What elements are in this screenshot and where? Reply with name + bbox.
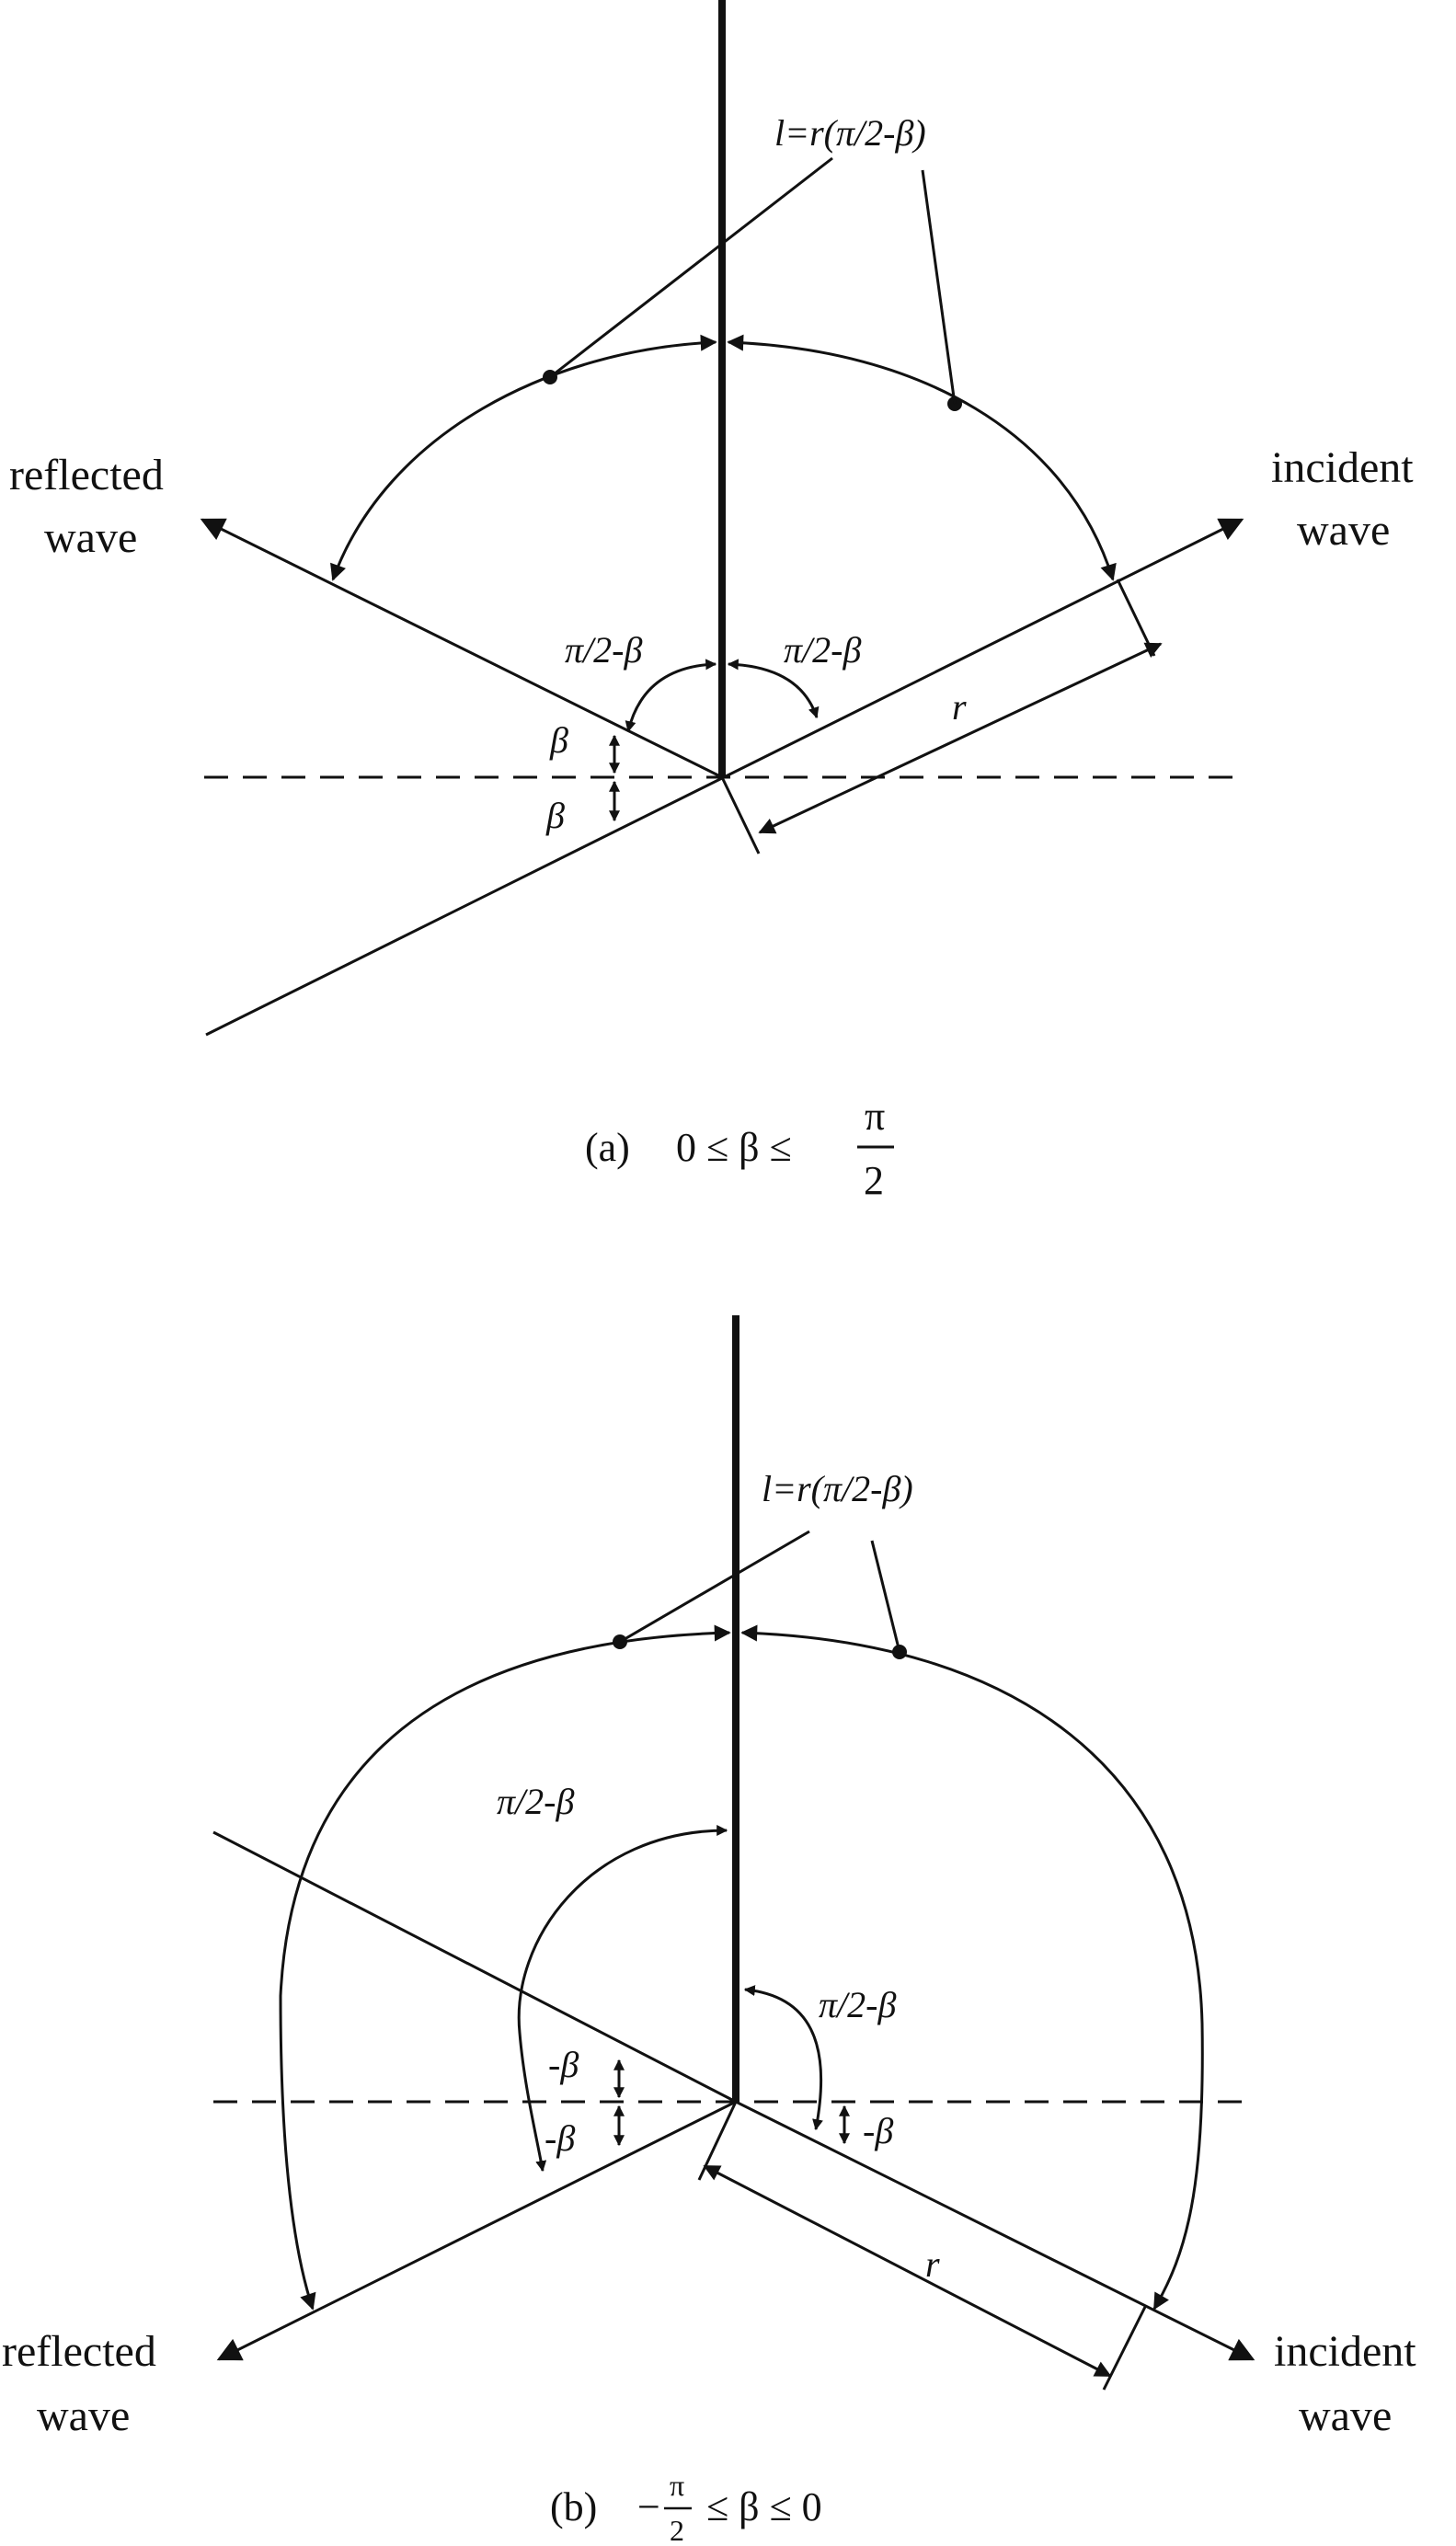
caption-a-prefix: (a) (585, 1125, 630, 1170)
caption-b: (b) − π 2 ≤ β ≤ 0 (550, 2469, 822, 2546)
leader-right-a (921, 169, 957, 405)
radius-tick-end-a (1116, 579, 1156, 657)
reflected-label-b-line2: wave (37, 2391, 130, 2440)
arc-left-a (330, 334, 717, 581)
angle-right-label-a: π/2-β (784, 629, 861, 671)
angle-left-label-a: π/2-β (565, 629, 642, 671)
radius-tick-origin-a (720, 776, 761, 854)
incident-label-b-line1: incident (1274, 2327, 1416, 2376)
neg-beta-right-label-b: -β (863, 2110, 893, 2151)
caption-a-expr: 0 ≤ β ≤ (676, 1125, 792, 1170)
reflected-label-b-line1: reflected (2, 2327, 156, 2376)
neg-beta-lower-label-b: -β (545, 2117, 575, 2159)
reflected-wave-line-a (200, 518, 723, 779)
caption-b-prefix: (b) (550, 2484, 597, 2529)
caption-b-frac-num: π (670, 2469, 684, 2502)
radius-dimension-a (758, 642, 1163, 834)
reflected-label-a-line1: reflected (9, 451, 164, 499)
caption-a-frac-den: 2 (864, 1158, 884, 1203)
arc-right-b (740, 1624, 1204, 2311)
angle-arc-upper-b (517, 1825, 728, 2173)
panel-a (200, 0, 1244, 1037)
angle-arc-left-a (625, 659, 717, 733)
incident-wave-line-b (735, 2100, 1255, 2361)
radius-tick-end-b (1102, 2306, 1147, 2391)
radius-label-b: r (925, 2243, 940, 2285)
angle-upper-label-b: π/2-β (497, 1781, 574, 1822)
leader-left-b (619, 1530, 810, 1644)
leader-right-b (870, 1540, 901, 1653)
incident-label-a-line1: incident (1271, 443, 1414, 492)
arc-left-b (279, 1624, 731, 2311)
beta-upper-label-a: β (549, 719, 568, 761)
caption-b-expr: ≤ β ≤ 0 (706, 2484, 822, 2529)
panel-b (212, 1315, 1255, 2391)
angle-right-label-b: π/2-β (819, 1984, 896, 2025)
caption-b-minus: − (637, 2484, 660, 2529)
angle-arc-right-a (727, 659, 820, 719)
neg-beta-upper-label-b: -β (548, 2044, 579, 2085)
caption-b-frac-den: 2 (670, 2514, 684, 2546)
reflected-label-a-line2: wave (44, 513, 137, 562)
arc-length-label-b: l=r(π/2-β) (762, 1468, 913, 1509)
reflected-wave-line-b (216, 2100, 737, 2361)
radius-tick-origin-b (697, 2101, 738, 2181)
incident-wave-line-a (205, 518, 1244, 1037)
beta-lower-label-a: β (545, 795, 565, 836)
caption-a-frac-num: π (865, 1094, 885, 1139)
reflected-upper-line-b (212, 1830, 737, 2104)
radius-dimension-b (703, 2164, 1112, 2378)
caption-a: (a) 0 ≤ β ≤ π 2 (585, 1094, 894, 1203)
angle-arc-right-b (743, 1985, 823, 2131)
arc-right-a (727, 334, 1117, 581)
radius-label-a: r (952, 686, 967, 728)
incident-label-a-line2: wave (1297, 506, 1390, 555)
leader-left-a (549, 156, 833, 379)
arc-length-label-a: l=r(π/2-β) (774, 112, 926, 154)
incident-label-b-line2: wave (1299, 2391, 1392, 2440)
